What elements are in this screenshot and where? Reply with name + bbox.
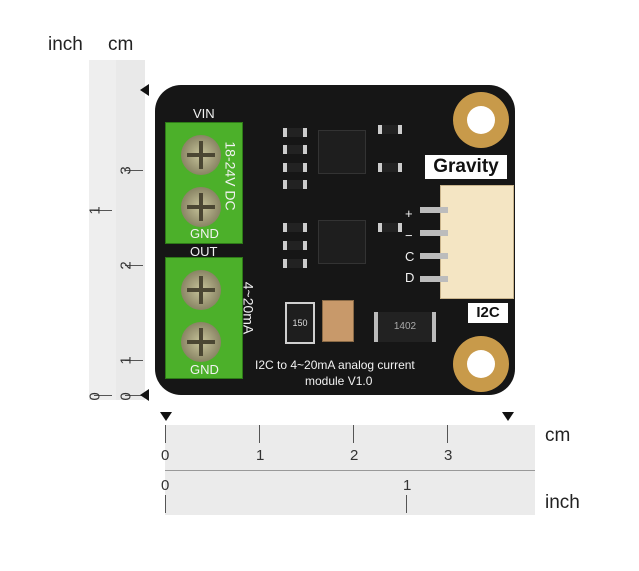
- vertical-ruler: 3 2 1 0 1 0: [86, 60, 145, 401]
- silk-voltage: 18-24V DC: [222, 141, 239, 211]
- screw-icon: [181, 270, 221, 310]
- ic-chip-top: [318, 130, 366, 174]
- h-cm-label-3: 3: [444, 447, 453, 464]
- diode: 1402: [374, 312, 436, 342]
- mounting-hole-bottom: [453, 336, 509, 392]
- v-cm-label-2: 2: [117, 261, 135, 270]
- connector-pin: [420, 207, 448, 213]
- v-cm-label-1: 1: [117, 356, 135, 365]
- connector-pin: [420, 253, 448, 259]
- smd-component: [283, 128, 307, 137]
- smd-component: [283, 259, 307, 268]
- ruler-marker-right: [502, 412, 514, 421]
- screw-icon: [181, 322, 221, 362]
- h-inch-label-1: 1: [403, 477, 412, 494]
- silk-pin-c: C: [405, 249, 415, 264]
- h-inch-label-0: 0: [161, 477, 170, 494]
- ruler-marker-bottom: [140, 389, 149, 401]
- v-inch-label-0: 0: [86, 392, 104, 401]
- h-cm-label-0: 0: [161, 447, 170, 464]
- terminal-block-power: [165, 122, 243, 244]
- ic-chip-bottom: [318, 220, 366, 264]
- connector-pin: [420, 276, 448, 282]
- resistor: 150: [285, 302, 315, 344]
- smd-component: [283, 241, 307, 250]
- smd-component: [283, 180, 307, 189]
- v-cm-label-0: 0: [117, 392, 135, 401]
- smd-component: [378, 223, 402, 232]
- smd-component: [283, 223, 307, 232]
- cm-unit-label-right: cm: [545, 425, 571, 446]
- mounting-hole-top: [453, 92, 509, 148]
- silk-current: 4~20mA: [240, 281, 257, 335]
- silk-out: OUT: [190, 244, 218, 259]
- connector-pin: [420, 230, 448, 236]
- smd-component: [378, 125, 402, 134]
- screw-icon: [181, 187, 221, 227]
- cm-unit-label: cm: [108, 34, 134, 55]
- silk-pin-d: D: [405, 270, 415, 285]
- silk-desc-line2: module V1.0: [305, 374, 373, 388]
- smd-component: [283, 163, 307, 172]
- h-cm-label-1: 1: [256, 447, 265, 464]
- ruler-marker-left: [160, 412, 172, 421]
- v-inch-label-1: 1: [86, 206, 104, 215]
- h-cm-label-2: 2: [350, 447, 359, 464]
- gravity-logo: Gravity: [425, 155, 507, 179]
- smd-component: [283, 145, 307, 154]
- silk-gnd-top: GND: [190, 226, 219, 241]
- capacitor: [322, 300, 354, 342]
- inch-unit-label-right: inch: [545, 492, 580, 513]
- silk-vin: VIN: [193, 106, 215, 121]
- silk-pin-plus: +: [405, 206, 413, 221]
- terminal-block-output: [165, 257, 243, 379]
- smd-component: [378, 163, 402, 172]
- gravity-connector: [440, 185, 514, 299]
- screw-icon: [181, 135, 221, 175]
- ruler-marker-top: [140, 84, 149, 96]
- inch-unit-label: inch: [48, 34, 83, 55]
- silk-pin-minus: −: [405, 228, 413, 243]
- horizontal-ruler: 0 1 2 3 0 1: [161, 425, 535, 515]
- silk-gnd-bottom: GND: [190, 362, 219, 377]
- v-cm-label-3: 3: [117, 166, 135, 175]
- vertical-inch-scale: [89, 60, 116, 400]
- i2c-label: I2C: [468, 303, 508, 323]
- silk-desc-line1: I2C to 4~20mA analog current: [255, 358, 415, 372]
